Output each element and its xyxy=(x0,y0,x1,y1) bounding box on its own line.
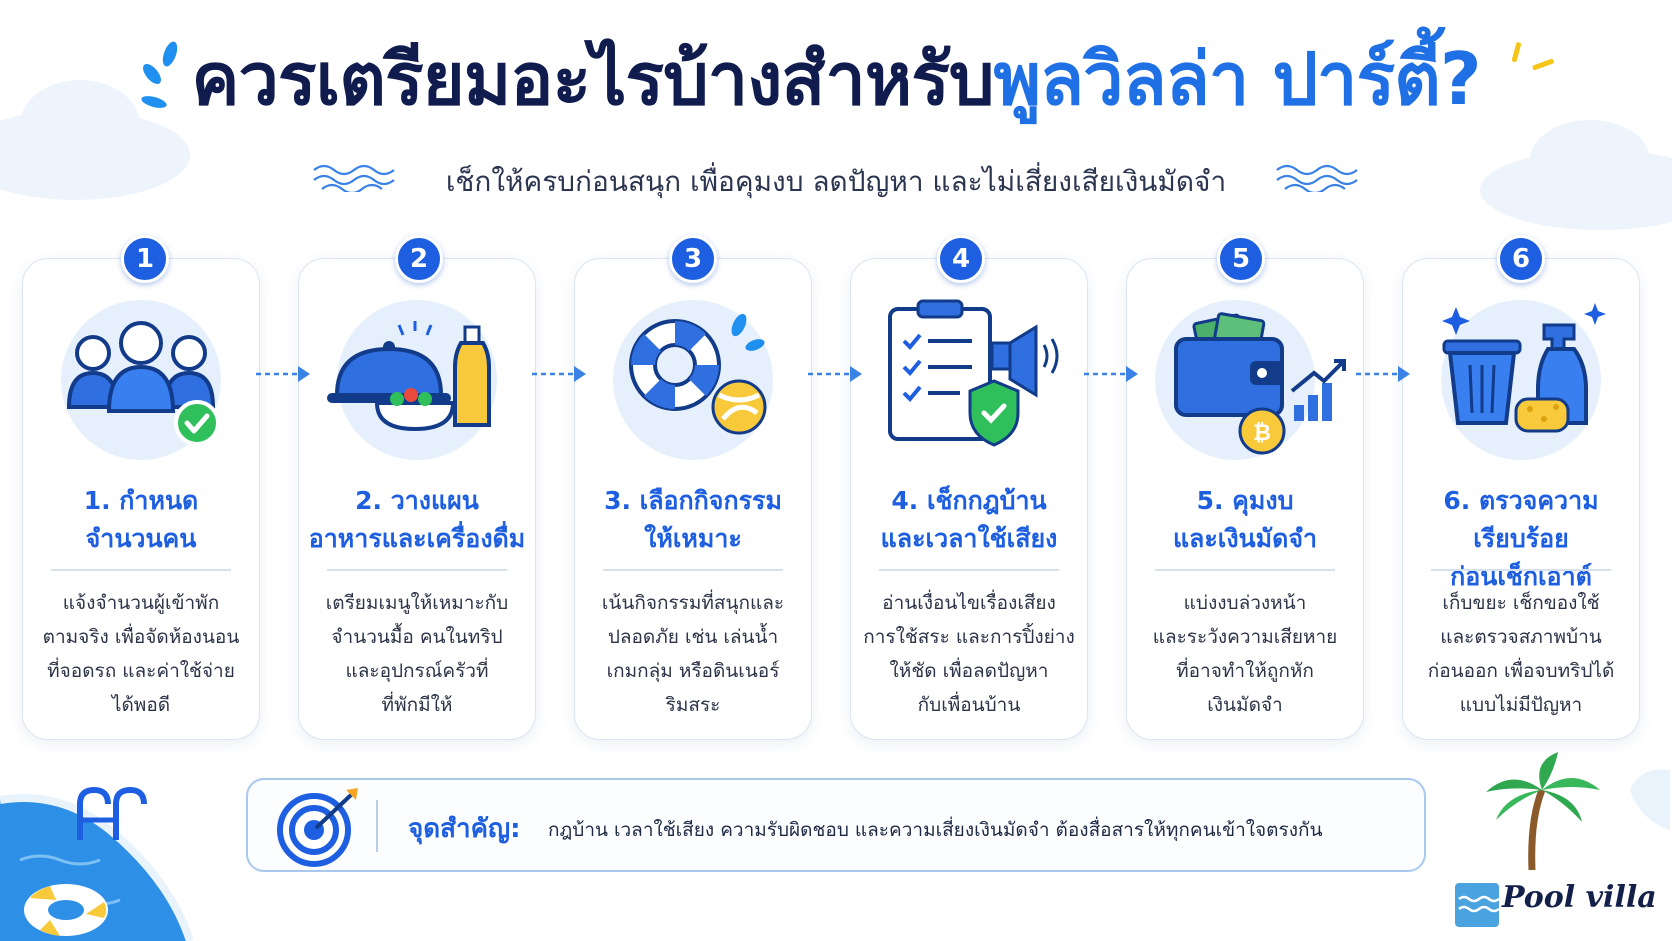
wave-right-icon xyxy=(1276,164,1358,192)
step-desc-line: เตรียมเมนูให้เหมาะกับ xyxy=(325,592,509,614)
step-card-1 xyxy=(22,258,260,740)
step-desc-line: และอุปกรณ์ครัวที่ xyxy=(345,660,489,682)
step-desc-line: และตรวจสภาพบ้าน xyxy=(1440,626,1602,648)
step-title-line: จำนวนคน xyxy=(85,524,197,553)
step-desc-5: แบ่งงบล่วงหน้า และระวังความเสียหาย ที่อา… xyxy=(1126,586,1364,722)
step-desc-line: แจ้งจำนวนผู้เข้าพัก xyxy=(62,592,220,614)
step-desc-line: ปลอดภัย เช่น เล่นน้ำ xyxy=(607,626,779,648)
step-divider-2 xyxy=(327,569,507,571)
step-title-6: 6. ตรวจความเรียบร้อย ก่อนเช็กเอาต์ xyxy=(1402,482,1640,596)
step-desc-line: ให้ชัด เพื่อลดปัญหา xyxy=(889,660,1049,682)
brand-logo-icon xyxy=(1455,883,1500,927)
step-desc-line: เงินมัดจำ xyxy=(1207,694,1283,716)
step-title-3: 3. เลือกกิจกรรม ให้เหมาะ xyxy=(574,482,812,558)
step-title-line: และเงินมัดจำ xyxy=(1172,524,1318,553)
key-tip-banner xyxy=(246,778,1426,872)
step-desc-line: ที่จอดรถ และค่าใช้จ่าย xyxy=(47,660,235,682)
trash-spray-sponge-icon xyxy=(1442,303,1606,433)
step-title-5: 5. คุมงบ และเงินมัดจำ xyxy=(1126,482,1364,558)
brand-name: Pool villa xyxy=(1502,880,1657,915)
step-divider-1 xyxy=(51,569,231,571)
connector-arrow-icon xyxy=(1356,366,1410,382)
step-desc-line: เก็บขยะ เช็กของใช้ xyxy=(1442,592,1600,614)
pool-corner-icon xyxy=(0,786,194,941)
splash-left-icon xyxy=(141,41,178,108)
step-desc-line: อ่านเงื่อนไขเรื่องเสียง xyxy=(882,592,1056,614)
connector-arrow-icon xyxy=(1084,366,1138,382)
wallet-coin-chart-icon: ₿ xyxy=(1174,312,1346,455)
step-divider-6 xyxy=(1431,569,1611,571)
step-desc-line: แบ่งงบล่วงหน้า xyxy=(1183,592,1307,614)
step-desc-line: เน้นกิจกรรมที่สนุกและ xyxy=(601,592,785,614)
step-desc-line: ที่อาจทำให้ถูกหัก xyxy=(1176,660,1314,682)
title-dark-part: ควรเตรียมอะไรบ้างสำหรับ xyxy=(191,37,994,121)
step-desc-4: อ่านเงื่อนไขเรื่องเสียง การใช้สระ และการ… xyxy=(850,586,1088,722)
tip-text: กฎบ้าน เวลาใช้เสียง ความรับผิดชอบ และควา… xyxy=(548,819,1323,841)
palm-tree-icon xyxy=(1486,752,1670,870)
group-people-check-icon xyxy=(66,321,220,446)
step-title-line: 5. คุมงบ xyxy=(1196,486,1294,515)
wave-left-icon xyxy=(313,164,395,192)
step-desc-line: จำนวนมื้อ คนในทริป xyxy=(331,626,503,648)
title-blue-part: พูลวิลล่า ปาร์ตี้? xyxy=(993,37,1482,121)
step-title-line: 2. วางแผน xyxy=(355,486,479,515)
step-title-line: 3. เลือกกิจกรรม xyxy=(604,486,782,515)
step-divider-3 xyxy=(603,569,783,571)
step-number-badge-3: 3 xyxy=(669,235,717,283)
step-desc-3: เน้นกิจกรรมที่สนุกและ ปลอดภัย เช่น เล่นน… xyxy=(574,586,812,722)
step-desc-2: เตรียมเมนูให้เหมาะกับ จำนวนมื้อ คนในทริป… xyxy=(298,586,536,722)
page-title: ควรเตรียมอะไรบ้างสำหรับพูลวิลล่า ปาร์ตี้… xyxy=(0,37,1672,121)
step-number-badge-2: 2 xyxy=(395,235,443,283)
checklist-megaphone-shield-icon xyxy=(888,299,1059,447)
step-title-line: 1. กำหนด xyxy=(83,486,199,515)
food-cloche-drink-icon xyxy=(327,321,491,432)
step-desc-line: ได้พอดี xyxy=(111,694,171,716)
sparkle-right-icon xyxy=(1511,42,1554,71)
step-number-badge-4: 4 xyxy=(937,235,985,283)
step-number-badge-6: 6 xyxy=(1497,235,1545,283)
step-desc-line: ที่พักมีให้ xyxy=(381,694,453,716)
connector-arrow-icon xyxy=(808,366,862,382)
step-desc-line: กับเพื่อนบ้าน xyxy=(917,694,1021,716)
step-divider-4 xyxy=(879,569,1059,571)
step-desc-line: การใช้สระ และการปิ้งย่าง xyxy=(863,626,1075,648)
background-cloud-right-puff xyxy=(1530,120,1650,200)
step-desc-line: และระวังความเสียหาย xyxy=(1152,626,1338,648)
step-desc-line: ริมสระ xyxy=(665,694,721,716)
tip-label: จุดสำคัญ: xyxy=(408,814,521,844)
step-number-badge-5: 5 xyxy=(1217,235,1265,283)
step-desc-1: แจ้งจำนวนผู้เข้าพัก ตามจริง เพื่อจัดห้อง… xyxy=(22,586,260,722)
background-cloud-left-puff xyxy=(20,80,140,170)
svg-text:₿: ₿ xyxy=(1253,421,1271,446)
step-title-2: 2. วางแผน อาหารและเครื่องดื่ม xyxy=(298,482,536,558)
step-title-line: 6. ตรวจความเรียบร้อย xyxy=(1443,486,1599,553)
step-title-1: 1. กำหนด จำนวนคน xyxy=(22,482,260,558)
step-desc-line: เกมกลุ่ม หรือดินเนอร์ xyxy=(606,660,780,682)
step-desc-line: แบบไม่มีปัญหา xyxy=(1459,694,1583,716)
lifebuoy-beachball-icon xyxy=(629,313,767,435)
step-desc-line: ตามจริง เพื่อจัดห้องนอน xyxy=(42,626,240,648)
step-desc-line: ก่อนออก เพื่อจบทริปได้ xyxy=(1427,660,1615,682)
step-number-badge-1: 1 xyxy=(121,235,169,283)
connector-arrow-icon xyxy=(256,366,310,382)
tip-separator xyxy=(376,800,378,852)
step-desc-6: เก็บขยะ เช็กของใช้ และตรวจสภาพบ้าน ก่อนอ… xyxy=(1402,586,1640,722)
connector-arrow-icon xyxy=(532,366,586,382)
step-title-4: 4. เช็กกฎบ้าน และเวลาใช้เสียง xyxy=(850,482,1088,558)
page-subtitle: เช็กให้ครบก่อนสนุก เพื่อคุมงบ ลดปัญหา แล… xyxy=(445,165,1227,198)
step-title-line: และเวลาใช้เสียง xyxy=(880,524,1058,553)
step-title-line: ให้เหมาะ xyxy=(644,524,742,553)
target-arrow-icon xyxy=(277,788,358,867)
step-title-line: อาหารและเครื่องดื่ม xyxy=(308,524,526,553)
step-title-line: 4. เช็กกฎบ้าน xyxy=(891,486,1047,515)
step-divider-5 xyxy=(1155,569,1335,571)
step-title-line: ก่อนเช็กเอาต์ xyxy=(1450,562,1592,591)
